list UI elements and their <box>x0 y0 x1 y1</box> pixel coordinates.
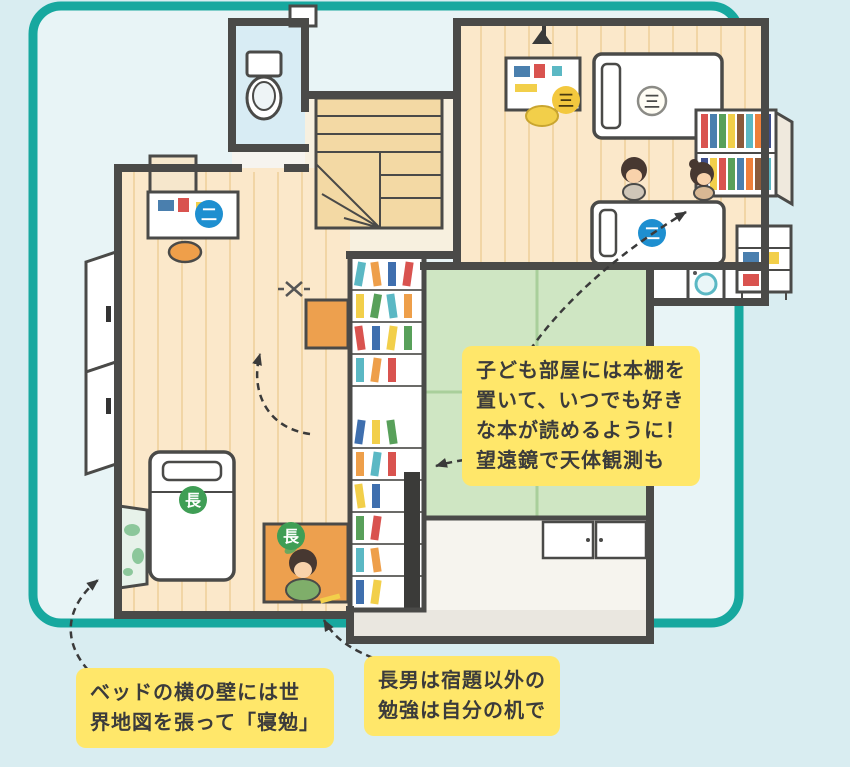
study-desk-second-child <box>146 190 240 264</box>
badge-eldest-child-desk: 長 <box>277 522 305 550</box>
eldest-child-desk <box>262 522 350 604</box>
arrow-to-bookshelf <box>528 210 687 351</box>
hallway-floor <box>350 610 650 640</box>
inner-walls <box>347 252 653 613</box>
desk-chair <box>167 240 203 264</box>
study-desk-third-child <box>504 56 582 127</box>
badge-third-child-desk: 三 <box>552 86 580 114</box>
badge-eldest-child-bed: 長 <box>179 486 207 514</box>
outer-walls <box>114 18 769 644</box>
annotation-arrows <box>69 210 687 671</box>
svg-text:長: 長 <box>283 528 300 546</box>
yellow-chair <box>525 105 559 127</box>
left-bedroom-furniture <box>84 154 350 604</box>
callout-world-map-note: ベッドの横の壁には世 界地図を張って「寝勉」 <box>76 668 334 748</box>
svg-text:二: 二 <box>201 207 217 224</box>
child-figure-1 <box>621 157 647 201</box>
eldest-child-figure <box>284 544 321 602</box>
bed-eldest-child <box>148 450 236 582</box>
pillow <box>161 460 223 482</box>
arrow-to-world-map <box>69 579 99 671</box>
wall-side-desk <box>304 298 350 350</box>
svg-text:三: 三 <box>644 94 660 111</box>
door-handle <box>106 306 111 322</box>
stair-storage-shelf <box>352 261 422 608</box>
svg-text:長: 長 <box>185 492 202 510</box>
toilet-corridor-floor <box>232 148 305 168</box>
washer-icon <box>686 266 726 302</box>
toilet-icon <box>245 50 283 121</box>
ceiling-light-mark <box>278 281 310 297</box>
callout-bookshelf-note: 子ども部屋には本棚を 置いて、いつでも好き な本が読めるように！ 望遠鏡で天体観… <box>462 346 700 486</box>
shelf-items <box>353 261 414 605</box>
shelf-dark-panel <box>404 472 420 608</box>
svg-text:三: 三 <box>558 93 574 110</box>
badge-third-child-bed: 三 <box>636 85 668 117</box>
left-bedroom-plank-lines <box>133 172 327 611</box>
door-handle <box>106 398 111 414</box>
wall-lamp-icon <box>532 24 552 44</box>
badge-second-child-desk: 二 <box>195 200 223 228</box>
arrow-to-side-desk <box>252 353 311 436</box>
kids-room-furniture <box>504 24 794 302</box>
pillow <box>600 62 622 130</box>
pencil-icon <box>319 593 341 604</box>
child-figure-2 <box>689 159 715 201</box>
arrow-to-shelf <box>435 458 465 468</box>
closet-sliding-doors <box>84 249 118 477</box>
staircase <box>314 96 444 230</box>
callout-eldest-desk-note: 長男は宿題以外の 勉強は自分の机で <box>364 656 560 736</box>
pillow <box>598 208 618 258</box>
wall-cabinet <box>148 154 198 194</box>
world-map-poster <box>117 504 149 590</box>
sliding-closet-doors <box>541 520 648 560</box>
